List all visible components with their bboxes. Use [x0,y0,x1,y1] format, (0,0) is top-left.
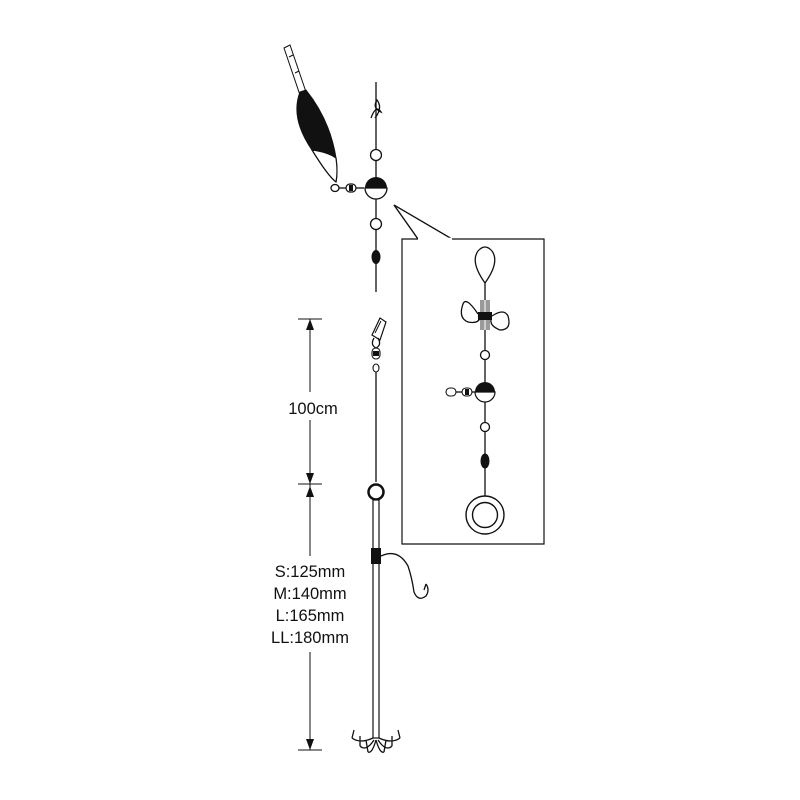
bead-icon [371,250,381,264]
snap-icon [371,317,387,349]
stopper-knot-icon [370,98,383,119]
swivel-icon [371,347,381,373]
size-label-s: S:125mm [275,563,346,581]
bead-icon [479,421,491,433]
size-label-m: M:140mm [273,585,346,603]
treble-jig-hook-icon [351,499,401,753]
bead-icon [369,217,383,231]
swivel-icon [445,387,475,397]
ring-icon [465,495,505,535]
hook-icon [380,552,429,599]
size-labels: S:125mm M:140mm L:165mm LL:180mm [271,563,349,647]
dimension-label-100cm: 100cm [288,400,338,418]
ring-icon [367,483,385,501]
size-label-ll: LL:180mm [271,629,349,647]
size-label-l: L:165mm [276,607,345,625]
detail-callout [393,204,545,545]
stopper-knot-icon [460,300,510,331]
bead-icon [369,148,383,162]
bead-icon [479,349,491,361]
float-icon [283,44,340,193]
swivel-icon [339,183,364,193]
ring-icon [474,246,496,285]
bead-icon [480,453,490,469]
dimension-lower [298,484,322,751]
sinker-icon [474,382,496,403]
sinker-icon [364,177,388,200]
